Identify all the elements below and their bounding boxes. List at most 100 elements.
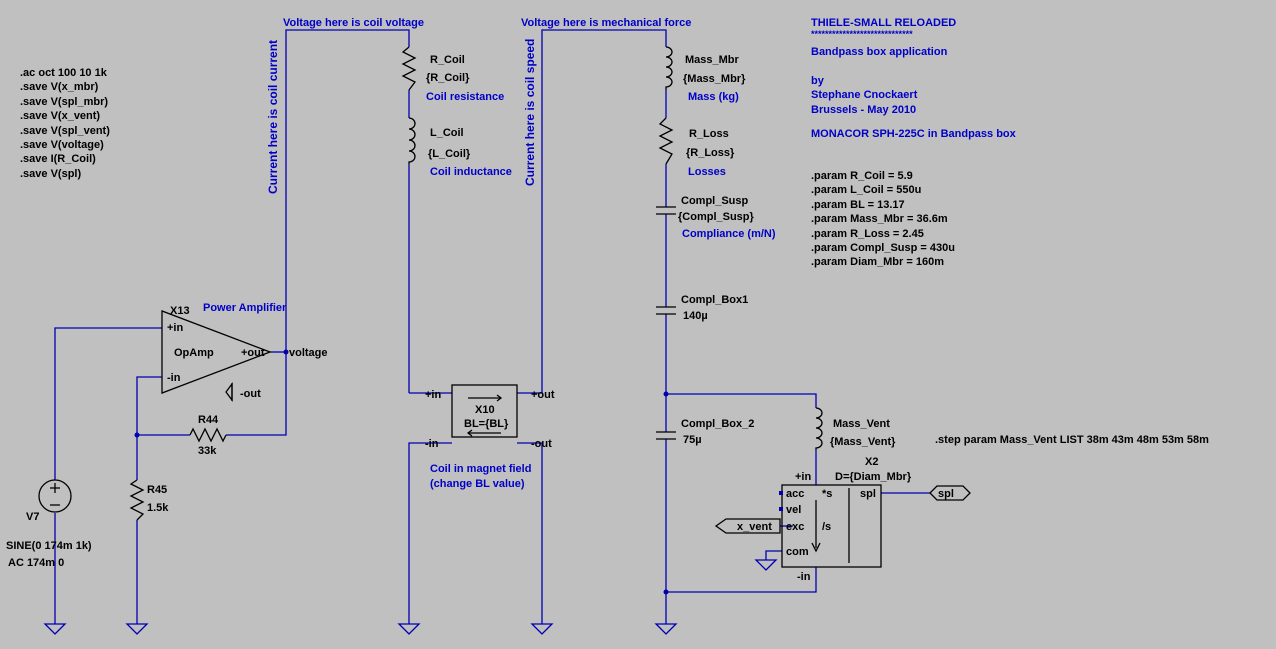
- x2-pin-minus-in: -in: [797, 571, 811, 583]
- author-name: Stephane Cnockaert: [811, 89, 918, 101]
- ground-symbol: [43, 623, 67, 635]
- speaker-model: MONACOR SPH-225C in Bandpass box: [811, 128, 1017, 140]
- voltage-source-v7[interactable]: V7 SINE(0 174m 1k) AC 174m 0: [6, 479, 92, 569]
- note-mechanical-force: Voltage here is mechanical force: [521, 17, 691, 29]
- note-coil-speed: Current here is coil speed: [523, 39, 537, 186]
- r44-ref: R44: [198, 414, 219, 426]
- note-coil-inductance: Coil inductance: [430, 166, 512, 178]
- opamp-x13[interactable]: X13 +in OpAmp +out -in -out: [161, 305, 272, 402]
- step-directive: .step param Mass_Vent LIST 38m 43m 48m 5…: [935, 434, 1209, 446]
- r45-value: 1.5k: [147, 502, 169, 514]
- x10-pin-plus-out: +out: [531, 389, 555, 401]
- mass-vent-ref: Mass_Vent: [833, 418, 890, 430]
- ground-symbol: [125, 623, 149, 635]
- note-compliance: Compliance (m/N): [682, 228, 776, 240]
- note-magnet-field: Coil in magnet field: [430, 463, 531, 475]
- ground-symbol: [397, 623, 421, 635]
- param-directives: .param R_Coil = 5.9 .param L_Coil = 550u…: [811, 170, 955, 268]
- l-coil-value: {L_Coil}: [428, 148, 471, 160]
- spice-directives: .ac oct 100 10 1k .save V(x_mbr) .save V…: [20, 67, 110, 180]
- author-by: by: [811, 75, 825, 87]
- r-loss-ref: R_Loss: [689, 128, 729, 140]
- r-coil-ref: R_Coil: [430, 54, 465, 66]
- author-place-date: Brussels - May 2010: [811, 104, 916, 116]
- param-line: .param Compl_Susp = 430u: [811, 242, 955, 254]
- l-coil-ref: L_Coil: [430, 127, 464, 139]
- r44-value: 33k: [198, 445, 217, 457]
- mass-vent-value: {Mass_Vent}: [830, 436, 896, 448]
- note-coil-current: Current here is coil current: [266, 40, 280, 194]
- x10-pin-minus-in: -in: [425, 438, 439, 450]
- opamp-model: OpAmp: [174, 347, 214, 359]
- x2-pin-vel: vel: [786, 504, 801, 516]
- compl-box1-ref: Compl_Box1: [681, 294, 748, 306]
- r-coil-value: {R_Coil}: [426, 72, 470, 84]
- directive-line: .save V(spl): [20, 168, 81, 180]
- r45-ref: R45: [147, 484, 167, 496]
- opamp-pin-minus-in: -in: [167, 372, 181, 384]
- param-line: .param R_Coil = 5.9: [811, 170, 913, 182]
- x10-pin-plus-in: +in: [425, 389, 441, 401]
- directive-line: .ac oct 100 10 1k: [20, 67, 108, 79]
- capacitor-compl-box2[interactable]: Compl_Box_2 75µ: [656, 418, 754, 446]
- opamp-pin-plus-in: +in: [167, 322, 183, 334]
- directive-line: .save V(spl_vent): [20, 125, 110, 137]
- x2-ref: X2: [865, 456, 878, 468]
- opamp-ref: X13: [170, 305, 190, 317]
- x2-value: D={Diam_Mbr}: [835, 471, 912, 483]
- mass-mbr-value: {Mass_Mbr}: [683, 73, 746, 85]
- x2-pin-spl: spl: [860, 488, 876, 500]
- x2-pin-com: com: [786, 546, 809, 558]
- resistor-r45[interactable]: R45 1.5k: [129, 479, 169, 521]
- ground-symbol: [654, 623, 678, 635]
- param-line: .param Diam_Mbr = 160m: [811, 256, 944, 268]
- directive-line: .save V(x_mbr): [20, 81, 99, 93]
- resistor-r44[interactable]: R44 33k: [189, 414, 227, 457]
- compl-box2-ref: Compl_Box_2: [681, 418, 754, 430]
- title-block: THIELE-SMALL RELOADED ******************…: [811, 17, 1017, 140]
- param-line: .param BL = 13.17: [811, 199, 905, 211]
- v7-sine: SINE(0 174m 1k): [6, 540, 92, 552]
- v7-ref: V7: [26, 511, 39, 523]
- net-flag-x-vent-label: x_vent: [737, 521, 772, 533]
- r-loss-value: {R_Loss}: [686, 147, 735, 159]
- param-line: .param Mass_Mbr = 36.6m: [811, 213, 948, 225]
- resistor-r-coil[interactable]: R_Coil {R_Coil}: [401, 46, 470, 91]
- inductor-mass-vent[interactable]: Mass_Vent {Mass_Vent}: [815, 407, 896, 450]
- x10-pin-minus-out: -out: [531, 438, 552, 450]
- wires: [54, 29, 930, 624]
- net-flag-spl-label: spl: [938, 488, 954, 500]
- resistor-r-loss[interactable]: R_Loss {R_Loss}: [658, 117, 735, 165]
- net-flag-spl[interactable]: spl: [929, 485, 971, 501]
- x10-ref: X10: [475, 404, 495, 416]
- note-coil-voltage: Voltage here is coil voltage: [283, 17, 424, 29]
- v7-ac: AC 174m 0: [8, 557, 64, 569]
- title-underline: *****************************: [811, 29, 913, 39]
- note-losses: Losses: [688, 166, 726, 178]
- schematic-subtitle: Bandpass box application: [811, 46, 948, 58]
- gyrator-x10[interactable]: X10 BL={BL} +in -in +out -out: [425, 384, 555, 450]
- compl-susp-ref: Compl_Susp: [681, 195, 749, 207]
- spl-block-x2[interactable]: X2 D={Diam_Mbr} +in -in acc vel exc com …: [779, 456, 912, 583]
- directive-line: .save V(x_vent): [20, 110, 100, 122]
- compl-box1-value: 140µ: [683, 310, 708, 322]
- compl-susp-value: {Compl_Susp}: [678, 211, 755, 223]
- capacitor-compl-susp[interactable]: Compl_Susp {Compl_Susp}: [656, 195, 755, 223]
- x10-value: BL={BL}: [464, 418, 509, 430]
- net-flag-x-vent[interactable]: x_vent: [714, 518, 781, 534]
- x2-pin-exc: exc: [786, 521, 804, 533]
- mass-mbr-ref: Mass_Mbr: [685, 54, 740, 66]
- schematic-title: THIELE-SMALL RELOADED: [811, 17, 956, 29]
- inductor-mass-mbr[interactable]: Mass_Mbr {Mass_Mbr}: [665, 46, 746, 90]
- x2-pin-acc: acc: [786, 488, 804, 500]
- note-power-amplifier: Power Amplifier: [203, 302, 287, 314]
- note-coil-resistance: Coil resistance: [426, 91, 504, 103]
- directive-line: .save V(voltage): [20, 139, 104, 151]
- capacitor-compl-box1[interactable]: Compl_Box1 140µ: [656, 294, 748, 322]
- inductor-l-coil[interactable]: L_Coil {L_Coil}: [408, 117, 471, 164]
- ground-symbol: [530, 623, 554, 635]
- ground-symbol: [754, 559, 778, 571]
- param-line: .param R_Loss = 2.45: [811, 228, 924, 240]
- directive-line: .save I(R_Coil): [20, 153, 96, 165]
